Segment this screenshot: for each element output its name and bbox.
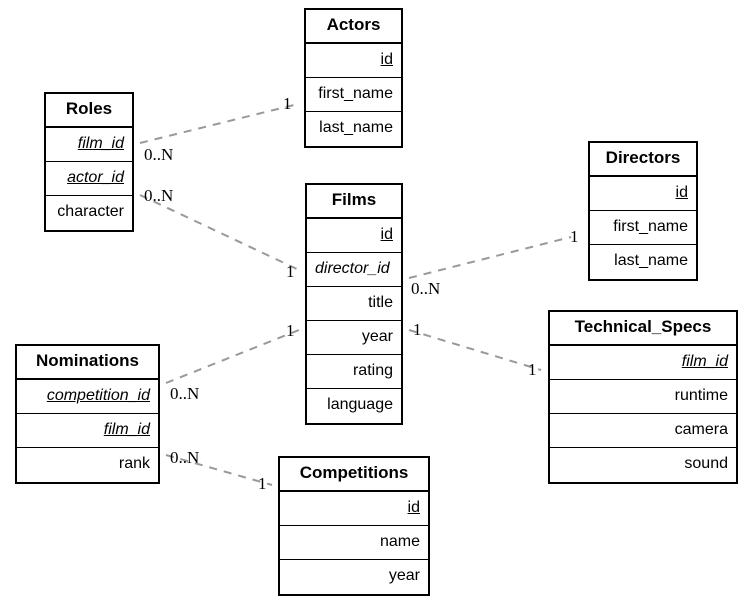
cardinality-nominations-competitions-from: 0..N [170, 448, 200, 467]
attribute-films-director_id[interactable]: director_id [307, 253, 401, 287]
entity-directors[interactable]: Directors id first_name last_name [588, 141, 698, 281]
attribute-nominations-film_id[interactable]: film_id [17, 414, 158, 448]
attribute-films-rating[interactable]: rating [307, 355, 401, 389]
attribute-label: runtime [674, 387, 728, 404]
attribute-technical_specs-camera[interactable]: camera [550, 414, 736, 448]
entity-title-competitions: Competitions [280, 458, 428, 492]
relationship-line-films-directors [408, 236, 572, 279]
entity-roles[interactable]: Roles film_id actor_id character [44, 92, 134, 232]
attribute-actors-last_name[interactable]: last_name [306, 112, 401, 146]
attribute-films-year[interactable]: year [307, 321, 401, 355]
cardinality-films-technical-specs-from: 1 [413, 320, 422, 339]
attribute-label: rank [118, 455, 150, 472]
attribute-films-title[interactable]: title [307, 287, 401, 321]
cardinality-films-directors-from: 0..N [411, 279, 441, 298]
attribute-label: last_name [319, 119, 393, 136]
attribute-label: camera [674, 421, 728, 438]
attribute-label: title [368, 294, 393, 311]
attribute-label: year [388, 567, 420, 584]
cardinality-films-technical-specs-to: 1 [528, 360, 537, 379]
attribute-label: film_id [681, 353, 728, 370]
attribute-label: film_id [77, 135, 124, 152]
cardinality-nominations-films-to: 1 [286, 321, 295, 340]
relationship-line-roles-actors [139, 103, 299, 144]
attribute-label: sound [684, 455, 728, 472]
entity-title-roles: Roles [46, 94, 132, 128]
attribute-nominations-competition_id[interactable]: competition_id [17, 380, 158, 414]
attribute-label: id [675, 184, 688, 201]
attribute-label: first_name [613, 218, 688, 235]
relationship-line-roles-films [139, 194, 300, 271]
attribute-technical_specs-film_id[interactable]: film_id [550, 346, 736, 380]
entity-competitions[interactable]: Competitions id name year [278, 456, 430, 596]
cardinality-films-directors-to: 1 [570, 227, 579, 246]
attribute-competitions-name[interactable]: name [280, 526, 428, 560]
attribute-label: rating [352, 362, 393, 379]
entity-title-nominations: Nominations [17, 346, 158, 380]
relationship-line-films-technical-specs [408, 329, 542, 371]
cardinality-roles-films-from: 0..N [144, 186, 174, 205]
attribute-directors-first_name[interactable]: first_name [590, 211, 696, 245]
entity-actors[interactable]: Actors id first_name last_name [304, 8, 403, 148]
attribute-roles-actor_id[interactable]: actor_id [46, 162, 132, 196]
entity-title-actors: Actors [306, 10, 401, 44]
attribute-label: character [57, 203, 124, 220]
cardinality-nominations-films-from: 0..N [170, 384, 200, 403]
entity-title-directors: Directors [590, 143, 696, 177]
relationship-line-nominations-films [165, 329, 300, 384]
attribute-directors-id[interactable]: id [590, 177, 696, 211]
attribute-films-id[interactable]: id [307, 219, 401, 253]
entity-title-films: Films [307, 185, 401, 219]
attribute-label: last_name [614, 252, 688, 269]
attribute-label: name [379, 533, 420, 550]
attribute-label: director_id [315, 260, 390, 277]
attribute-label: id [380, 226, 393, 243]
attribute-label: id [380, 51, 393, 68]
attribute-technical_specs-runtime[interactable]: runtime [550, 380, 736, 414]
attribute-competitions-id[interactable]: id [280, 492, 428, 526]
attribute-actors-id[interactable]: id [306, 44, 401, 78]
cardinality-nominations-competitions-to: 1 [258, 474, 267, 493]
attribute-label: language [327, 396, 393, 413]
cardinality-roles-actors-from: 0..N [144, 145, 174, 164]
attribute-label: first_name [318, 85, 393, 102]
attribute-label: id [407, 499, 420, 516]
cardinality-roles-actors-to: 1 [283, 94, 292, 113]
attribute-nominations-rank[interactable]: rank [17, 448, 158, 482]
attribute-technical_specs-sound[interactable]: sound [550, 448, 736, 482]
cardinality-roles-films-to: 1 [286, 262, 295, 281]
attribute-competitions-year[interactable]: year [280, 560, 428, 594]
attribute-roles-character[interactable]: character [46, 196, 132, 230]
attribute-directors-last_name[interactable]: last_name [590, 245, 696, 279]
attribute-films-language[interactable]: language [307, 389, 401, 423]
attribute-roles-film_id[interactable]: film_id [46, 128, 132, 162]
attribute-label: competition_id [46, 387, 150, 404]
attribute-label: film_id [103, 421, 150, 438]
attribute-label: actor_id [67, 169, 124, 186]
attribute-actors-first_name[interactable]: first_name [306, 78, 401, 112]
attribute-label: year [361, 328, 393, 345]
entity-title-technical_specs: Technical_Specs [550, 312, 736, 346]
